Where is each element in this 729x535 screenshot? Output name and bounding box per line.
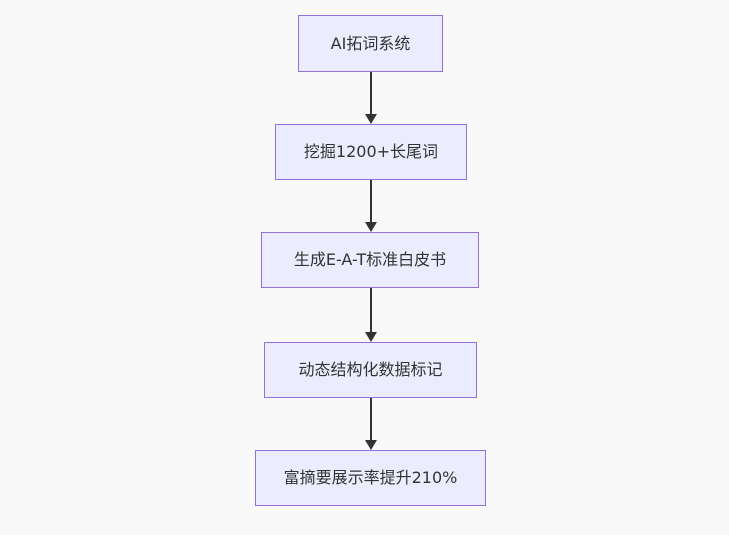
flow-node-label: AI拓词系统 xyxy=(330,33,411,53)
arrowhead-down-icon xyxy=(365,222,377,232)
flow-node-label: 生成E-A-T标准白皮书 xyxy=(293,250,447,269)
flow-node-longtail-mining: 挖掘1200+长尾词 xyxy=(275,124,467,180)
flow-node-rich-snippet-result: 富摘要展示率提升210% xyxy=(255,450,486,506)
arrowhead-down-icon xyxy=(365,332,377,342)
arrow-line xyxy=(370,288,372,332)
flow-node-structured-data-markup: 动态结构化数据标记 xyxy=(264,342,477,398)
flow-node-eat-whitepaper: 生成E-A-T标准白皮书 xyxy=(261,232,479,288)
arrow-line xyxy=(370,72,372,114)
edge-arrow-4 xyxy=(364,398,378,450)
arrow-line xyxy=(370,180,372,222)
flow-node-label: 富摘要展示率提升210% xyxy=(283,468,458,487)
arrowhead-down-icon xyxy=(365,440,377,450)
edge-arrow-2 xyxy=(364,180,378,232)
flow-node-ai-keyword-system: AI拓词系统 xyxy=(298,15,443,72)
flow-node-label: 动态结构化数据标记 xyxy=(298,360,443,379)
flow-node-label: 挖掘1200+长尾词 xyxy=(303,142,439,161)
edge-arrow-3 xyxy=(364,288,378,342)
arrowhead-down-icon xyxy=(365,114,377,124)
edge-arrow-1 xyxy=(364,72,378,124)
arrow-line xyxy=(370,398,372,440)
